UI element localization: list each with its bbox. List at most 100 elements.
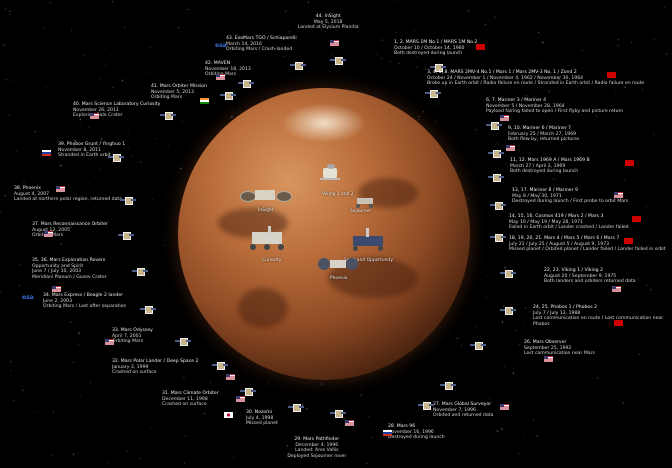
mission-label-line: Orbiting Mars / Lost after separation: [43, 304, 127, 310]
mission-label-line: 1, 2. MARS 1M No.1 / MARS 1M No.2: [394, 40, 478, 45]
mission-label-line: October 10 / October 14, 1960: [394, 45, 465, 51]
mission-label-line: 22, 23. Viking 1 / Viking 2: [544, 268, 603, 273]
mission-label-line: November 26, 2011: [73, 107, 119, 113]
mission-label-line: 33. Mars Odyssey: [112, 328, 153, 333]
mission-label-line: Orbited and returned data: [433, 413, 494, 419]
spacecraft-icon-m05: [488, 148, 504, 158]
mission-label-line: January 3, 1999: [112, 364, 149, 370]
spacecraft-icon-m21: [132, 266, 148, 276]
surface-label-viking: Viking 1 and 2: [322, 192, 354, 197]
mission-label-line: 31. Mars Climate Orbiter: [162, 391, 219, 396]
mission-label-line: 41. Mars Orbiter Mission: [151, 84, 207, 89]
mission-label-line: July 7 / July 12, 1988: [533, 310, 581, 316]
us-flag-icon: [330, 40, 339, 46]
spacecraft-icon-m14: [418, 400, 434, 410]
spacecraft-icon-m16: [288, 402, 304, 412]
mission-label-line: 27. Mars Global Surveyor: [433, 402, 492, 407]
esa-logo: esa: [215, 42, 227, 49]
ussr-flag-icon: [476, 44, 485, 50]
us-flag-icon: [56, 186, 65, 192]
mission-label-line: November 16, 1996: [388, 429, 434, 435]
mission-label-line: August 4, 2007: [14, 191, 50, 197]
mission-label-line: June 2, 2003: [43, 298, 72, 304]
mission-label-line: Crashed on surface: [162, 402, 207, 408]
mission-label-line: May 5, 2018: [313, 19, 343, 25]
spacecraft-icon-m04: [486, 120, 502, 130]
mission-label-line: September 25, 1992: [524, 345, 572, 351]
mars-planet: [178, 88, 470, 380]
mission-label-line: 9, 10. Mariner 6 / Mariner 7: [508, 126, 571, 131]
mission-label-line: February 25 / March 27, 1969: [508, 131, 577, 137]
mission-label-line: 24, 25. Phobos 1 / Phobos 2: [533, 305, 597, 310]
mission-label-line: 11, 12. Mars 1969 A / Mars 1969 B: [510, 158, 590, 163]
mission-label-line: Both destroyed during launch: [394, 51, 463, 57]
spacecraft-icon-m20: [140, 304, 156, 314]
mission-label-line: 32. Mars Polar Lander / Deep Space 2: [112, 359, 199, 364]
us-flag-icon: [500, 115, 509, 121]
mission-label-line: May 8 / May 30, 1971: [512, 193, 562, 199]
spacecraft-icon-m19: [175, 336, 191, 346]
mission-label-m03: 3, 4, 5, 8. MARS 2MV-4 No.1 / Mars 1 / M…: [427, 70, 644, 87]
us-flag-icon: [44, 231, 53, 237]
mission-label-line: March 14, 2016: [226, 41, 262, 47]
spirit-opportunity-rover-surface: [350, 228, 386, 256]
mission-label-line: 39. Phobos Grunt / Yinghuo 1: [58, 142, 126, 147]
mission-label-line: July 21 / July 25 / August 5 / August 9,…: [509, 241, 610, 247]
mission-label-line: 40. Mars Science Laboratory Curiosity: [73, 102, 161, 107]
mission-label-line: 38. Phoenix: [14, 186, 41, 191]
mission-label-line: November 5 / November 28, 1964: [486, 103, 565, 109]
mission-label-line: Orbiting Mars / Crash-landed: [226, 47, 293, 53]
spacecraft-icon-m15: [330, 408, 346, 418]
mission-label-line: July 4, 1998: [246, 415, 274, 421]
mission-label-line: November 7, 1996: [433, 407, 476, 413]
mission-label-line: Both destroyed during launch: [510, 169, 579, 175]
mission-label-line: Broke up in Earth orbit / Radio failure …: [427, 81, 645, 87]
mission-label-line: 3, 4, 5, 8. MARS 2MV-4 No.1 / Mars 1 / M…: [427, 70, 577, 75]
mission-label-line: 34. Mars Express / Beagle 2 lander: [43, 293, 123, 298]
mission-label-line: Failed in Earth orbit / Lander crashed /…: [509, 225, 629, 231]
mission-label-line: Both flew by, returned pictures: [508, 137, 580, 143]
mission-label-line: Opportunity and Spirit: [32, 263, 84, 269]
mission-label-line: November 18, 2013: [205, 66, 251, 72]
mission-label-line: Stranded in Earth orbit: [58, 153, 111, 159]
mission-label-line: 37. Mars Reconnaissance Orbiter: [32, 222, 108, 227]
mission-label-line: Deployed Sojourner rover: [287, 453, 347, 459]
spacecraft-icon-m08: [490, 232, 506, 242]
mission-label-line: April 7, 2001: [112, 333, 142, 339]
mission-label-line: November 8, 2011: [58, 147, 101, 153]
mission-label-line: August 12, 2005: [32, 227, 70, 233]
mission-label-line: 42. MAVEN: [205, 61, 231, 66]
mission-label-line: 18, 19, 20, 21. Mars 4 / Mars 5 / Mars 6…: [509, 236, 620, 241]
us-flag-icon: [614, 192, 623, 198]
mission-label-line: 43. ExoMars TGO / Schiaparelli: [226, 36, 297, 41]
us-flag-icon: [500, 404, 509, 410]
ru-flag-icon: [42, 150, 51, 156]
mission-label-line: May 10 / May 19 / May 28, 1971: [509, 219, 583, 225]
mission-label-line: Orbiting Mars: [205, 72, 237, 78]
spacecraft-icon-m22: [118, 230, 134, 240]
surface-label-sojourner: Sojourner: [350, 209, 372, 214]
us-flag-icon: [506, 145, 515, 151]
us-flag-icon: [544, 356, 553, 362]
mission-label-line: Landed at Elysium Planitia: [297, 25, 359, 31]
spacecraft-icon-m11: [500, 305, 516, 315]
mission-label-line: November 5, 2013: [151, 89, 194, 95]
us-flag-icon: [345, 420, 354, 426]
mission-label-line: 13, 17. Mariner 8 / Mariner 9: [512, 188, 578, 193]
